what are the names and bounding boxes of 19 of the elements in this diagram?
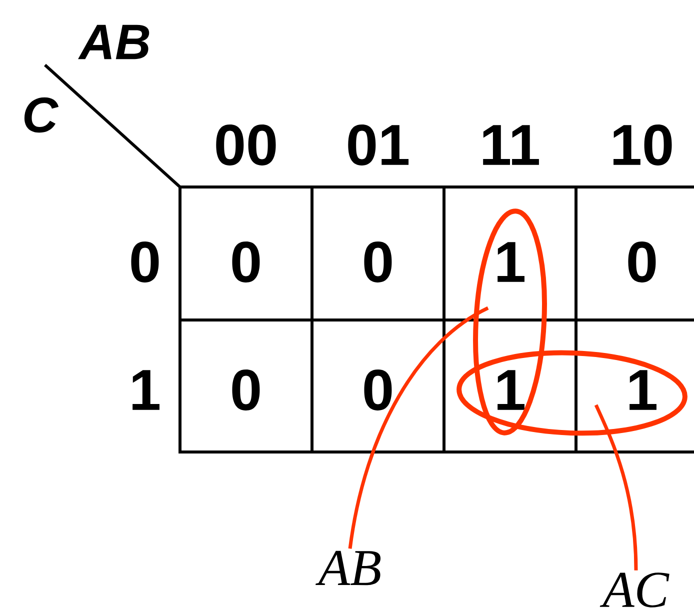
column-header: 10 [614,124,672,166]
leader-line [348,306,489,549]
map-cell: 0 [628,242,656,282]
leader-line [594,404,638,570]
row-header: 0 [131,242,159,282]
map-cell: 0 [364,242,392,282]
term-label: AC [600,572,670,608]
column-header: 00 [216,124,276,166]
column-header: 01 [348,124,409,166]
variable-label: C [24,97,59,133]
map-cell: 0 [364,370,392,410]
row-header: 1 [132,370,160,410]
variable-label: AB [78,24,150,60]
grouping-loop [456,350,688,436]
map-cell: 0 [232,242,260,282]
term-label: AB [316,550,381,586]
grouping-loop [473,208,547,436]
map-cell: 0 [232,370,260,410]
map-cell: 1 [498,370,524,410]
